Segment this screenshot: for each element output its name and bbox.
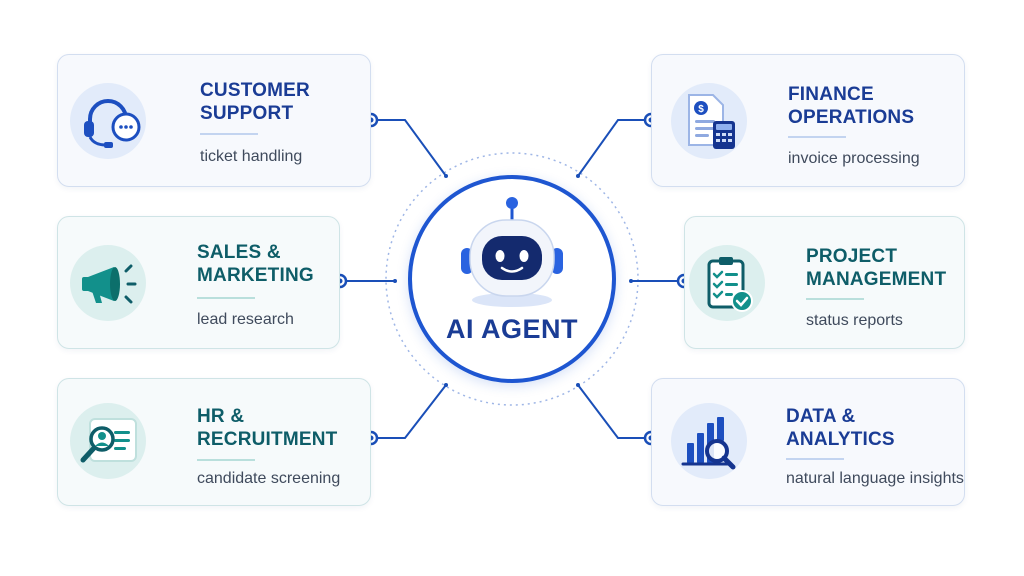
card-divider	[200, 133, 258, 135]
robot-icon	[461, 197, 563, 307]
card-divider	[786, 458, 844, 460]
connector-customer-support	[371, 119, 447, 177]
card-divider	[788, 136, 846, 138]
card-hr-recruitment[interactable]: HR &RECRUITMENT candidate screening	[57, 378, 371, 506]
card-data-analytics[interactable]: DATA &ANALYTICS natural language insight…	[651, 378, 965, 506]
card-divider	[197, 297, 255, 299]
card-subtitle: candidate screening	[197, 470, 341, 487]
hub-dotted-orbit	[385, 152, 639, 406]
headset-chat-icon	[70, 83, 146, 159]
chart-magnifier-icon	[671, 403, 747, 479]
megaphone-icon	[70, 245, 146, 321]
connector-hr-recruitment	[371, 384, 447, 439]
invoice-calculator-icon: $	[671, 83, 747, 159]
card-title: DATA &ANALYTICS	[786, 406, 895, 450]
card-subtitle: status reports	[806, 312, 903, 329]
card-title: SALES &MARKETING	[197, 242, 314, 286]
card-divider	[806, 298, 864, 300]
connector-data-analytics	[577, 384, 651, 439]
hub-title: AI AGENT	[446, 314, 578, 344]
card-subtitle: ticket handling	[200, 148, 303, 165]
card-sales-marketing[interactable]: SALES &MARKETING lead research	[57, 216, 340, 349]
card-subtitle: lead research	[197, 311, 294, 328]
connector-finance-operations	[577, 119, 651, 177]
svg-text:$: $	[698, 104, 704, 115]
candidate-search-icon	[70, 403, 146, 479]
checklist-clipboard-icon	[689, 245, 765, 321]
card-title: HR &RECRUITMENT	[197, 406, 338, 450]
card-subtitle: natural language insights	[786, 470, 964, 487]
card-subtitle: invoice processing	[788, 150, 920, 167]
card-divider	[197, 459, 255, 461]
